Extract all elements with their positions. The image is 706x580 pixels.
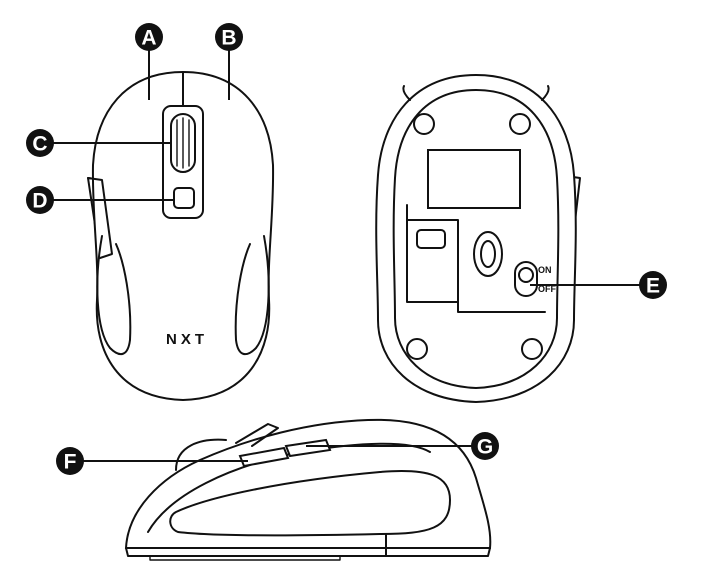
callout-g-label: G: [477, 436, 493, 459]
side-view-thumb-grip: [169, 470, 451, 537]
mouse-side-view: [124, 418, 492, 561]
callout-a-label: A: [141, 27, 156, 50]
bottom-view-inner-outline: [392, 89, 560, 389]
receiver-slot: [416, 229, 446, 249]
top-view-right-loop: [234, 235, 270, 356]
mouse-top-view: NXT: [87, 70, 275, 402]
callout-b-label: B: [221, 27, 236, 50]
callout-f-marker: [56, 447, 84, 475]
side-view-base: [125, 547, 491, 557]
bottom-view-body-outline: [375, 73, 577, 404]
callout-c-marker: [26, 129, 54, 157]
side-view-scroll-wheel: [175, 438, 227, 471]
power-switch-knob: [518, 267, 534, 283]
foot-bottom-left: [406, 338, 428, 360]
mouse-bottom-view: ON OFF: [375, 73, 581, 404]
callout-d-label: D: [32, 190, 47, 213]
callout-g-marker: [471, 432, 499, 460]
switch-off-label: OFF: [538, 284, 556, 294]
optical-sensor-inner: [480, 240, 496, 268]
side-view-body-outline: [124, 418, 492, 549]
callout-c-label: C: [32, 133, 47, 156]
callout-f-label: F: [64, 451, 77, 474]
top-view-left-loop: [96, 235, 132, 356]
callout-e-marker: [639, 271, 667, 299]
foot-bottom-right: [521, 338, 543, 360]
side-button-forward: [284, 438, 332, 458]
top-view-body-outline: [91, 70, 275, 402]
switch-on-label: ON: [538, 265, 552, 275]
label-plate: [427, 149, 521, 209]
side-button-back: [238, 446, 290, 468]
callout-b-marker: [215, 23, 243, 51]
callout-a-marker: [135, 23, 163, 51]
brand-label: NXT: [166, 331, 208, 348]
foot-top-left: [413, 113, 435, 135]
callouts: A B C D E F G: [26, 23, 667, 475]
dpi-button: [173, 187, 195, 209]
callout-e-label: E: [646, 275, 660, 298]
callout-d-marker: [26, 186, 54, 214]
foot-top-right: [509, 113, 531, 135]
